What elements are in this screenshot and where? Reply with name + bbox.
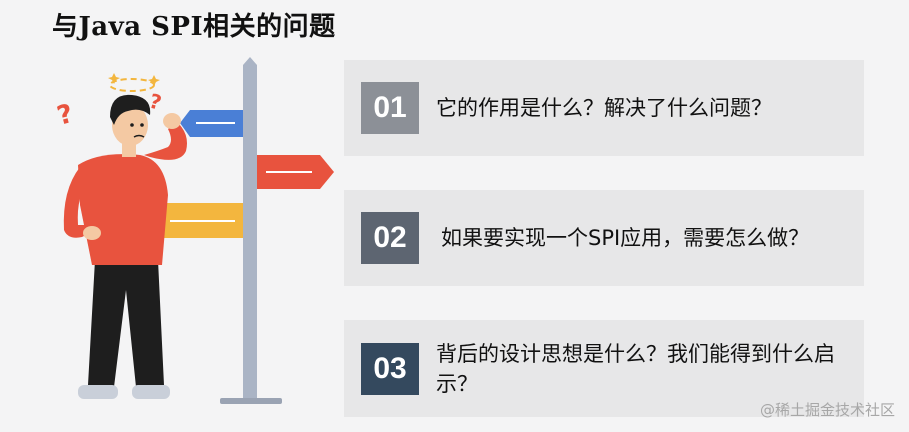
- question-card-2: 02 如果要实现一个SPI应用，需要怎么做？: [344, 190, 864, 286]
- svg-text:?: ?: [147, 89, 164, 115]
- question-text: 如果要实现一个SPI应用，需要怎么做？: [441, 226, 810, 250]
- watermark: @稀土掘金技术社区: [759, 401, 895, 419]
- corner-artifact: [0, 0, 60, 10]
- question-text: 背后的设计思想是什么？我们能得到什么启示？: [436, 341, 835, 396]
- question-number-badge: 01: [361, 82, 419, 134]
- svg-text:?: ?: [54, 99, 76, 132]
- confused-person-signpost-illustration: ? ?: [54, 57, 334, 404]
- question-text: 它的作用是什么？解决了什么问题？: [436, 96, 772, 120]
- question-card-3: 03 背后的设计思想是什么？我们能得到什么启示？: [344, 320, 864, 417]
- signpost: [148, 57, 334, 404]
- question-number-badge: 02: [361, 212, 419, 264]
- page-title: 与Java SPI相关的问题: [52, 12, 336, 42]
- person: [63, 94, 187, 399]
- question-number-badge: 03: [361, 342, 419, 395]
- question-card-1: 01 它的作用是什么？解决了什么问题？: [344, 60, 864, 156]
